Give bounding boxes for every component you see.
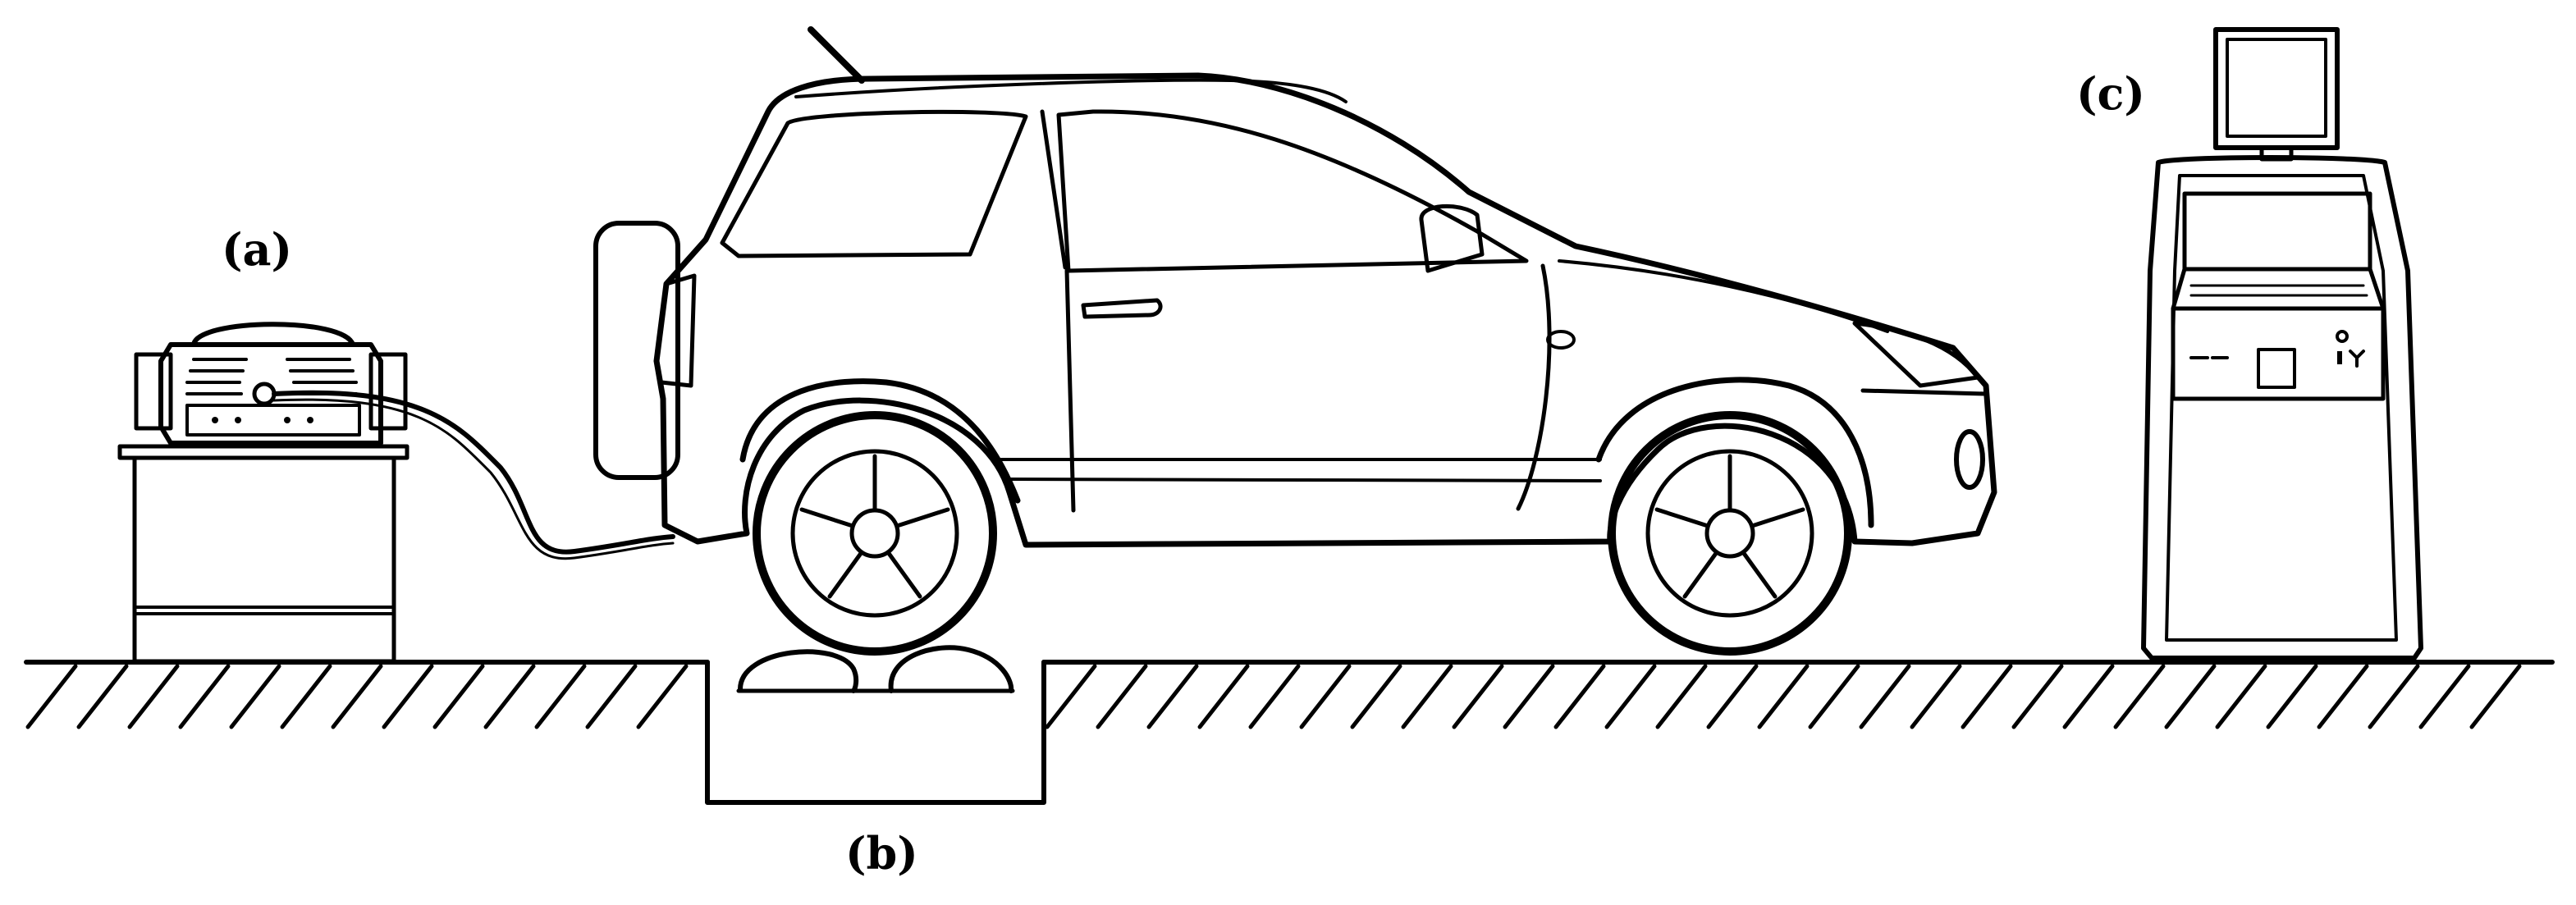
hatch-line [636, 664, 689, 729]
hatch-line [534, 664, 587, 729]
hatch-line [1655, 664, 1708, 729]
hatch-line [127, 664, 180, 729]
rear-wheel [753, 411, 997, 656]
hatch-line [2317, 664, 2369, 729]
hatch-line [432, 664, 485, 729]
hatch-line [2062, 664, 2115, 729]
hatch-line [1859, 664, 1911, 729]
hatch-line [331, 664, 383, 729]
ground-hatching-left [25, 664, 689, 729]
hatch-line [1045, 664, 1097, 729]
chassis-dynamometer-pit [705, 645, 1046, 805]
hatch-line [2368, 664, 2420, 729]
label-control-cabinet: (c) [2076, 67, 2145, 120]
hatch-line [483, 664, 536, 729]
hatch-line [1350, 664, 1402, 729]
hatch-line [1401, 664, 1453, 729]
hatch-line [2266, 664, 2318, 729]
hatch-line [2469, 664, 2522, 729]
ground [24, 660, 2555, 729]
hatch-line [1146, 664, 1199, 729]
ground-hatching-right [1045, 664, 2522, 729]
hatch-line [1299, 664, 1352, 729]
hatch-line [76, 664, 129, 729]
hatch-line [1808, 664, 1860, 729]
hatch-line [178, 664, 231, 729]
hatch-line [1197, 664, 1250, 729]
front-wheel [1608, 411, 1852, 656]
hatch-line [1096, 664, 1148, 729]
hatch-line [1910, 664, 1962, 729]
hatch-line [382, 664, 434, 729]
control-cabinet [2141, 27, 2423, 660]
label-emission-analyzer: (a) [222, 223, 293, 276]
hatch-line [2011, 664, 2064, 729]
hatch-line [1757, 664, 1810, 729]
hatch-line [2164, 664, 2217, 729]
hatch-line [1553, 664, 1606, 729]
hatch-line [229, 664, 281, 729]
hatch-line [25, 664, 78, 729]
hatch-line [1248, 664, 1301, 729]
hatch-line [280, 664, 332, 729]
vehicle-suv [593, 26, 1997, 548]
label-dynamometer: (b) [845, 827, 918, 880]
hatch-line [1961, 664, 2013, 729]
hatch-line [585, 664, 638, 729]
hatch-line [1706, 664, 1759, 729]
hatch-line [1452, 664, 1504, 729]
emission-analyzer-cart [117, 322, 675, 664]
hatch-line [2215, 664, 2267, 729]
hatch-line [2418, 664, 2471, 729]
hatch-line [1604, 664, 1657, 729]
hatch-line [2113, 664, 2166, 729]
hatch-line [1503, 664, 1555, 729]
